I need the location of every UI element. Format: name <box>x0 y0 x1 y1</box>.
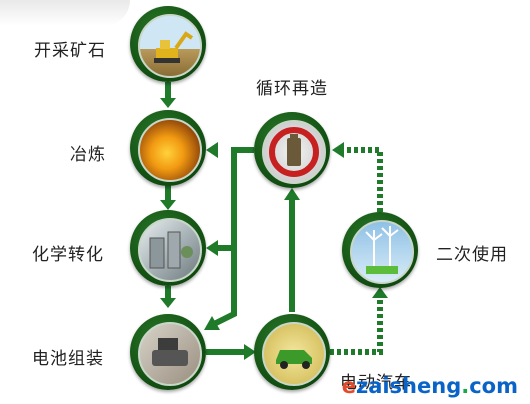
node-second-use <box>342 212 418 288</box>
battery-assembly-icon <box>138 322 202 386</box>
arrowhead-chemical-to-assembly <box>160 298 176 308</box>
arrowhead-to-assembly <box>204 316 220 330</box>
label-mining: 开采矿石 <box>34 41 106 61</box>
label-chemical: 化学转化 <box>32 245 104 265</box>
node-recycle <box>254 112 330 188</box>
chemical-plant-icon <box>138 218 202 282</box>
corner-shade <box>0 0 130 26</box>
arrowhead-to-smelting <box>206 142 218 158</box>
arrowhead-ev-to-recycle <box>284 188 300 200</box>
node-smelting <box>130 110 206 186</box>
arrowhead-mining-to-smelting <box>160 98 176 108</box>
recycle-feedback-line <box>212 147 254 327</box>
recycle-battery-icon <box>262 120 326 184</box>
arrowhead-to-recycle-dotted <box>332 142 344 158</box>
electric-car-icon <box>262 322 326 386</box>
molten-metal-icon <box>138 118 202 182</box>
arrowhead-assembly-to-ev <box>244 344 256 360</box>
node-mining <box>130 6 206 82</box>
arrowhead-smelting-to-chemical <box>160 200 176 210</box>
label-assembly: 电池组装 <box>32 349 104 369</box>
arrowhead-to-chemical <box>206 240 218 256</box>
label-recycle: 循环再造 <box>256 79 328 99</box>
site-watermark: ezaisheng.com <box>341 374 518 398</box>
label-smelting: 冶炼 <box>70 145 106 165</box>
label-ev: 电动汽车 <box>340 373 412 393</box>
wind-turbine-icon <box>350 220 414 284</box>
label-second-use: 二次使用 <box>436 245 508 265</box>
dotted-second-use-to-recycle <box>344 147 383 212</box>
node-chemical <box>130 210 206 286</box>
dotted-ev-to-second-use <box>330 296 383 355</box>
node-ev <box>254 314 330 390</box>
node-assembly <box>130 314 206 390</box>
excavator-icon <box>138 14 202 78</box>
arrowhead-to-second-use <box>372 287 388 298</box>
